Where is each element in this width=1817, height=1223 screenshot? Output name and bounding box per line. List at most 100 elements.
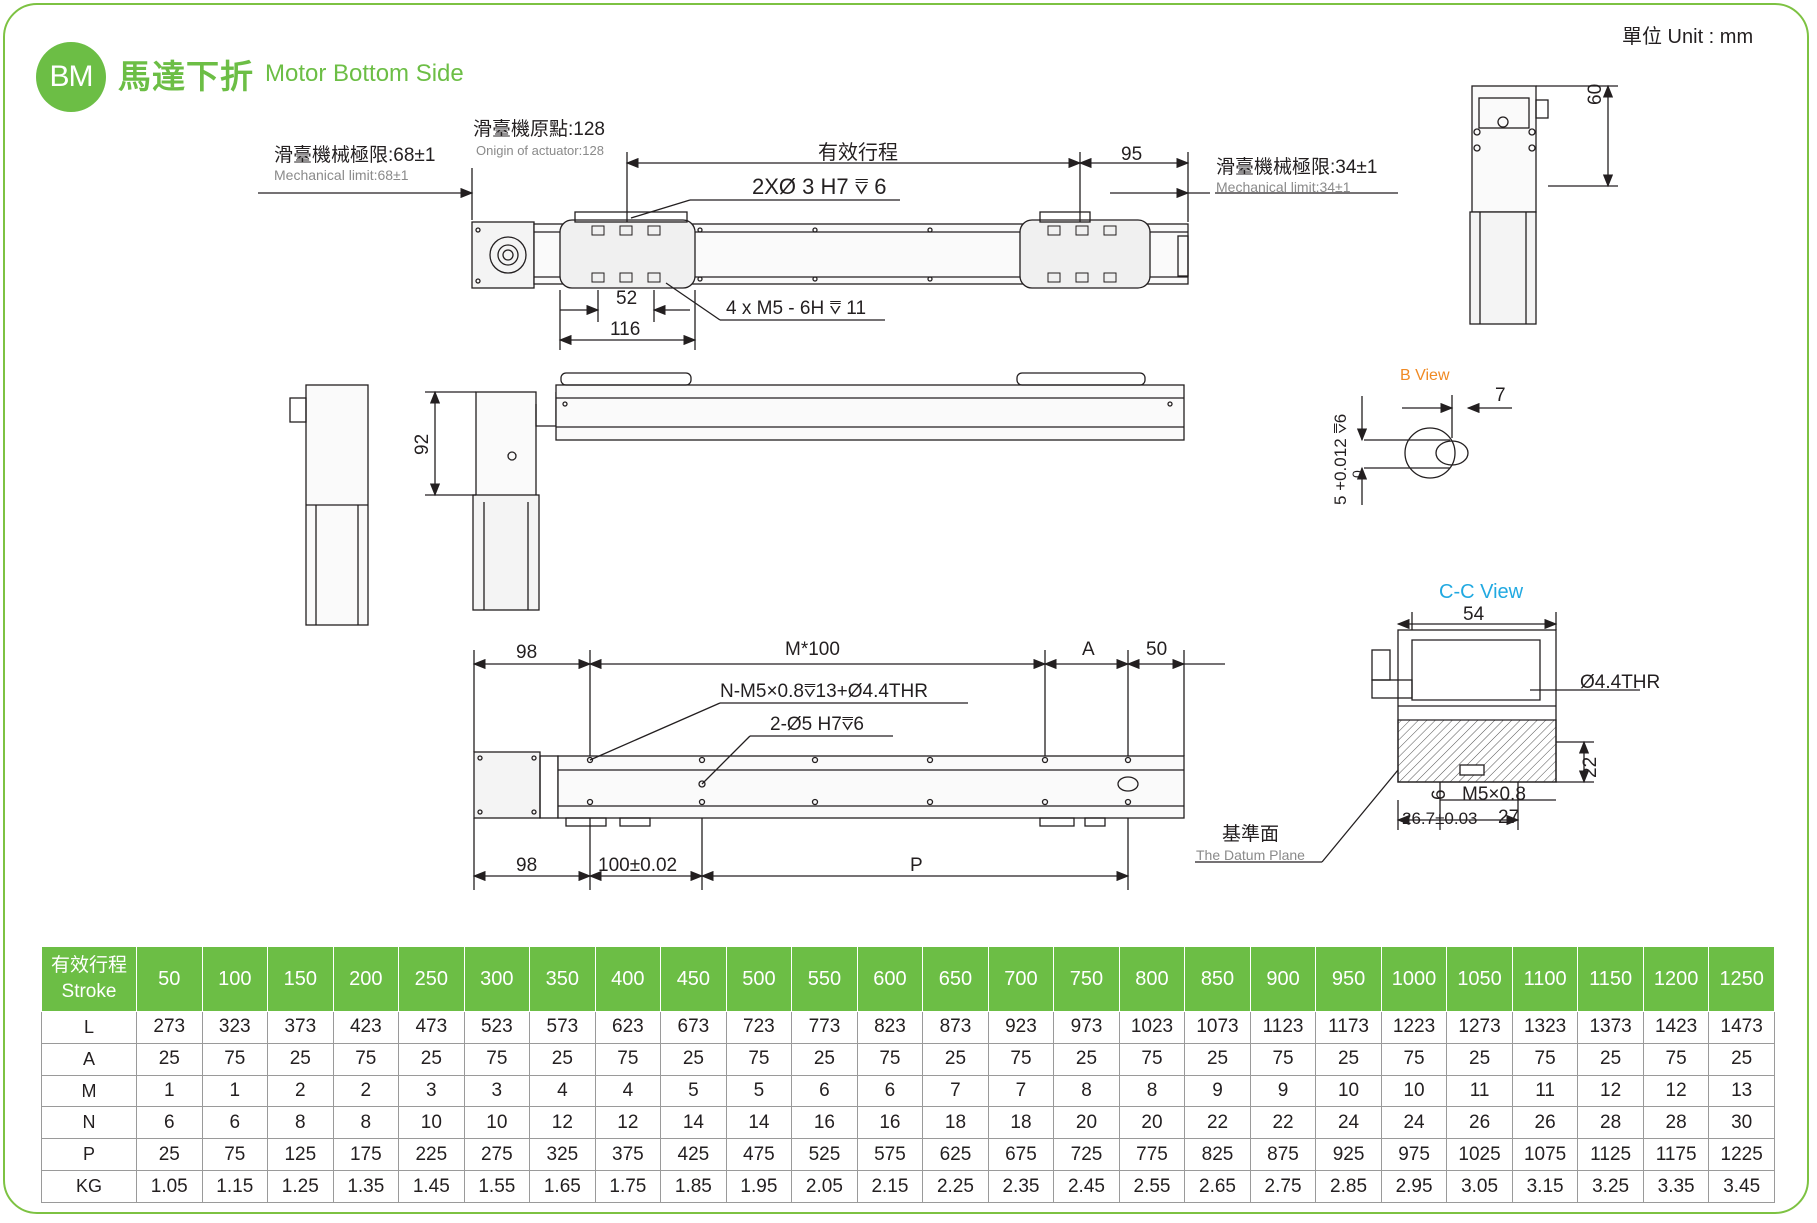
- table-cell: 18: [922, 1106, 989, 1140]
- table-cell: 8: [1053, 1074, 1120, 1108]
- table-cell: 2.55: [1118, 1170, 1186, 1203]
- table-cell: 26: [1446, 1106, 1513, 1140]
- table-cell: 675: [987, 1138, 1055, 1172]
- table-cell: 2.15: [856, 1170, 924, 1203]
- table-cell: 273: [136, 1011, 203, 1044]
- table-cell: 7: [987, 1074, 1055, 1108]
- table-cell: 473: [398, 1011, 465, 1044]
- table-cell: 9: [1249, 1074, 1317, 1108]
- table-cell: 3.25: [1577, 1170, 1644, 1203]
- stroke-header-value: 1100: [1511, 946, 1579, 1012]
- table-cell: 10: [398, 1106, 465, 1140]
- dim-7: 7: [1495, 385, 1506, 406]
- table-cell: 825: [1184, 1138, 1251, 1172]
- table-cell: 3.45: [1708, 1170, 1775, 1203]
- table-cell: 8: [332, 1106, 400, 1140]
- side-view-drawing: [289, 372, 1185, 626]
- table-cell: 12: [1642, 1074, 1710, 1108]
- table-cell: 20: [1053, 1106, 1120, 1140]
- stroke-header-cn: 有效行程: [50, 955, 127, 976]
- table-cell: 25: [1446, 1042, 1513, 1076]
- table-cell: 2.85: [1315, 1170, 1382, 1203]
- table-cell: 6: [791, 1074, 858, 1108]
- table-cell: 525: [791, 1138, 858, 1172]
- table-cell: 323: [201, 1011, 269, 1044]
- note-2-d5: 2-Ø5 H7⩢6: [770, 714, 864, 735]
- table-cell: 975: [1380, 1138, 1448, 1172]
- table-cell: 11: [1446, 1074, 1513, 1108]
- table-cell: 75: [1118, 1042, 1186, 1076]
- table-cell: 523: [463, 1011, 531, 1044]
- stroke-header-value: 1150: [1577, 946, 1644, 1012]
- table-cell: 773: [791, 1011, 858, 1044]
- dim-50: 50: [1146, 639, 1168, 660]
- table-cell: 1125: [1577, 1138, 1644, 1172]
- table-cell: 573: [529, 1011, 596, 1044]
- table-cell: 1.75: [594, 1170, 662, 1203]
- table-cell: 4: [529, 1074, 596, 1108]
- table-cell: 75: [201, 1138, 269, 1172]
- dim-92: 92: [412, 433, 433, 455]
- table-cell: 1023: [1118, 1011, 1186, 1044]
- thread-m5: M5×0.8: [1462, 784, 1526, 805]
- table-cell: 20: [1118, 1106, 1186, 1140]
- unit-label: 單位 Unit : mm: [1622, 26, 1754, 48]
- stroke-header-value: 50: [136, 946, 203, 1012]
- table-cell: 1.95: [725, 1170, 793, 1203]
- table-cell: 1223: [1380, 1011, 1448, 1044]
- table-cell: 8: [267, 1106, 334, 1140]
- table-cell: 2.75: [1249, 1170, 1317, 1203]
- dim-52: 52: [616, 288, 638, 309]
- table-cell: 14: [660, 1106, 727, 1140]
- page-frame: [3, 3, 1809, 1214]
- table-cell: 575: [856, 1138, 924, 1172]
- table-cell: 1.45: [398, 1170, 465, 1203]
- stroke-header-value: 150: [267, 946, 334, 1012]
- table-cell: 28: [1642, 1106, 1710, 1140]
- table-cell: 25: [136, 1138, 203, 1172]
- table-cell: 1323: [1511, 1011, 1579, 1044]
- table-cell: 1075: [1511, 1138, 1579, 1172]
- table-cell: 375: [594, 1138, 662, 1172]
- table-cell: 425: [660, 1138, 727, 1172]
- table-cell: 75: [1511, 1042, 1579, 1076]
- table-cell: 22: [1184, 1106, 1251, 1140]
- dim-95: 95: [1121, 144, 1143, 165]
- table-cell: 25: [1053, 1042, 1120, 1076]
- table-cell: 2.25: [922, 1170, 989, 1203]
- stroke-header-value: 600: [856, 946, 924, 1012]
- limit-right-label: 滑臺機械極限:34±1: [1216, 157, 1378, 178]
- table-cell: 225: [398, 1138, 465, 1172]
- note-n-m5: N-M5×0.8⩢13+Ø4.4THR: [720, 681, 928, 702]
- stroke-header-value: 200: [332, 946, 400, 1012]
- table-cell: 24: [1380, 1106, 1448, 1140]
- title-chinese: 馬達下折: [118, 58, 254, 95]
- stroke-header-value: 100: [201, 946, 269, 1012]
- limit-left-label: 滑臺機械極限:68±1: [274, 145, 436, 166]
- b-view-drawing: [1356, 395, 1512, 505]
- table-cell: 725: [1053, 1138, 1120, 1172]
- table-cell: 25: [529, 1042, 596, 1076]
- table-cell: 3: [463, 1074, 531, 1108]
- table-cell: 1025: [1446, 1138, 1513, 1172]
- table-cell: 1273: [1446, 1011, 1513, 1044]
- table-cell: 14: [725, 1106, 793, 1140]
- table-cell: 26: [1511, 1106, 1579, 1140]
- table-cell: 423: [332, 1011, 400, 1044]
- table-cell: 25: [1708, 1042, 1775, 1076]
- table-cell: 6: [856, 1074, 924, 1108]
- table-cell: 3.05: [1446, 1170, 1513, 1203]
- table-cell: 25: [791, 1042, 858, 1076]
- dim-27: 27: [1498, 807, 1520, 828]
- table-cell: 775: [1118, 1138, 1186, 1172]
- table-cell: 475: [725, 1138, 793, 1172]
- origin-label: 滑臺機原點:128: [473, 119, 605, 140]
- stroke-header-value: 550: [791, 946, 858, 1012]
- table-cell: 1.05: [136, 1170, 203, 1203]
- stroke-header-value: 700: [987, 946, 1055, 1012]
- table-cell: 18: [987, 1106, 1055, 1140]
- table-cell: 125: [267, 1138, 334, 1172]
